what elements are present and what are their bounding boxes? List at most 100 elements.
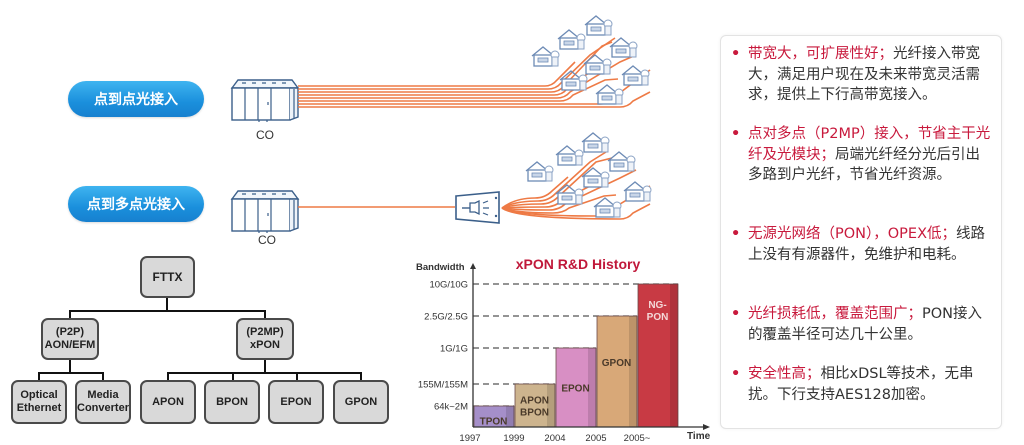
y-tick-label: 10G/10G: [429, 280, 468, 291]
tree-node-p2mp: (P2MP)xPON: [236, 318, 294, 360]
bar-gpon: GPON: [596, 315, 638, 428]
node-label: Media: [87, 389, 119, 401]
node-label: EPON: [280, 395, 312, 408]
node-label: APON: [152, 395, 184, 408]
y-tick-label: 2.5G/2.5G: [424, 312, 468, 323]
benefit-highlight: 光纤损耗低，覆盖范围广；: [748, 306, 922, 322]
tree-node-epon: EPON: [268, 380, 324, 424]
bullet-dot: •: [731, 306, 741, 322]
bullet-dot: •: [731, 226, 741, 242]
node-label: Converter: [77, 402, 129, 414]
y-tick-label: 64k~2M: [434, 402, 468, 413]
bullet-dot: •: [731, 46, 741, 62]
tree-node-fttx: FTTX: [140, 256, 195, 298]
xpon-history-chart: xPON R&D History Bandwidth Time TPON APON…: [416, 256, 711, 444]
benefit-highlight: 无源光网络（PON），OPEX低；: [748, 226, 957, 242]
node-label: (P2MP): [246, 326, 284, 338]
tree-connector: [166, 297, 168, 311]
tree-connector: [232, 372, 234, 381]
node-label: FTTX: [152, 269, 183, 284]
benefit-text: 相比xDSL等技术，无串扰。下行支持AES128加密。: [748, 366, 974, 403]
bar-tpon: TPON: [473, 405, 515, 428]
benefits-panel: • 带宽大，可扩展性好；光纤接入带宽大，满足用户现在及未来带宽灵活需求，提供上下…: [720, 35, 1002, 429]
y-tick-label: 1G/1G: [440, 344, 468, 355]
benefit-highlight: 安全性高；: [748, 366, 821, 382]
node-label: GPON: [344, 395, 378, 408]
bar-label: GPON: [602, 358, 631, 369]
tree-connector: [264, 358, 266, 373]
node-label: xPON: [250, 339, 280, 351]
tree-connector: [360, 372, 362, 381]
x-tick-label: 2004: [544, 433, 565, 444]
splitter-icon: [455, 191, 500, 224]
benefit-text: 线路上没有有源器件，免维护和电耗。: [748, 226, 986, 263]
tree-node-apon: APON: [140, 380, 196, 424]
bar-shade: [588, 348, 596, 427]
benefit-item: • 无源光网络（PON），OPEX低；线路上没有有源器件，免维护和电耗。: [731, 224, 993, 265]
bullet-dot: •: [731, 366, 741, 382]
p2mp-fiber-bundle: [501, 151, 651, 220]
co-cabinet-icon: [231, 79, 299, 123]
benefit-item: • 点对多点（P2MP）接入，节省主干光纤及光模块；局端光纤经分光后引出多路到户…: [731, 124, 993, 186]
bar-shade: [670, 284, 678, 427]
y-axis-arrow: [470, 263, 476, 269]
x-tick-label: 1999: [503, 433, 524, 444]
bar-label: APON: [520, 396, 549, 407]
tree-node-bpon: BPON: [204, 380, 260, 424]
bar-label: NG-: [648, 300, 666, 311]
bar-epon: EPON: [555, 347, 597, 428]
co-label: CO: [258, 233, 276, 247]
tree-connector: [69, 358, 71, 373]
node-label: (P2P): [55, 326, 85, 338]
benefit-highlight: 带宽大，可扩展性好；: [748, 46, 893, 62]
x-tick-label: 2005: [585, 433, 606, 444]
benefit-text: 局端光纤经分光后引出多路到户光纤，节省光纤资源。: [748, 146, 980, 184]
fiber-topology-diagram: [231, 15, 652, 234]
tree-connector: [264, 310, 266, 320]
tree-connector: [102, 372, 104, 381]
chart-title: xPON R&D History: [516, 256, 641, 272]
bullet-dot: •: [731, 126, 741, 142]
benefit-item: • 安全性高；相比xDSL等技术，无串扰。下行支持AES128加密。: [731, 364, 993, 405]
x-axis-label: Time: [687, 431, 711, 442]
benefit-text: PON接入的覆盖半径可达几十公里。: [748, 306, 983, 343]
tree-connector: [38, 372, 104, 374]
bar-label: EPON: [561, 384, 589, 395]
benefit-item: • 光纤损耗低，覆盖范围广；PON接入的覆盖半径可达几十公里。: [731, 304, 993, 345]
bar-label: TPON: [480, 417, 508, 428]
tree-connector: [167, 372, 169, 381]
tree-connector: [296, 372, 298, 381]
bar-rect: [555, 347, 597, 428]
bar-label: BPON: [520, 408, 549, 419]
bar-shade: [547, 384, 555, 427]
x-axis-arrow: [703, 424, 710, 430]
tree-connector: [167, 372, 362, 374]
benefit-item: • 带宽大，可扩展性好；光纤接入带宽大，满足用户现在及未来带宽灵活需求，提供上下…: [731, 44, 993, 106]
y-axis-label: Bandwidth: [416, 262, 465, 273]
x-tick-label: 1997: [459, 433, 480, 444]
tree-connector: [38, 372, 40, 381]
node-label: BPON: [216, 395, 248, 408]
bar-rect: [637, 283, 679, 428]
benefit-text: 光纤接入带宽大，满足用户现在及未来带宽灵活需求，提供上下行高带宽接入。: [748, 46, 980, 103]
tree-node-p2p: (P2P)AON/EFM: [41, 318, 99, 360]
p2p-houses: [531, 15, 650, 105]
y-tick-label: 155M/155M: [418, 380, 468, 391]
co-cabinet-icon: [231, 190, 299, 234]
node-label: Optical: [20, 389, 58, 401]
p2p-access-button[interactable]: 点到点光接入: [68, 81, 204, 117]
node-label: Ethernet: [16, 402, 62, 414]
benefit-highlight: 点对多点（P2MP）接入，节省主干光纤及光模块；: [748, 126, 991, 163]
x-tick-label: 2005~: [624, 433, 651, 444]
p2mp-access-button[interactable]: 点到多点光接入: [68, 186, 204, 222]
node-label: AON/EFM: [44, 339, 96, 351]
tree-connector: [69, 310, 266, 312]
bar-shade: [506, 406, 514, 427]
co-label: CO: [256, 128, 274, 142]
bar-label: PON: [647, 312, 669, 323]
tree-connector: [69, 310, 71, 320]
tree-node-gpon: GPON: [333, 380, 389, 424]
